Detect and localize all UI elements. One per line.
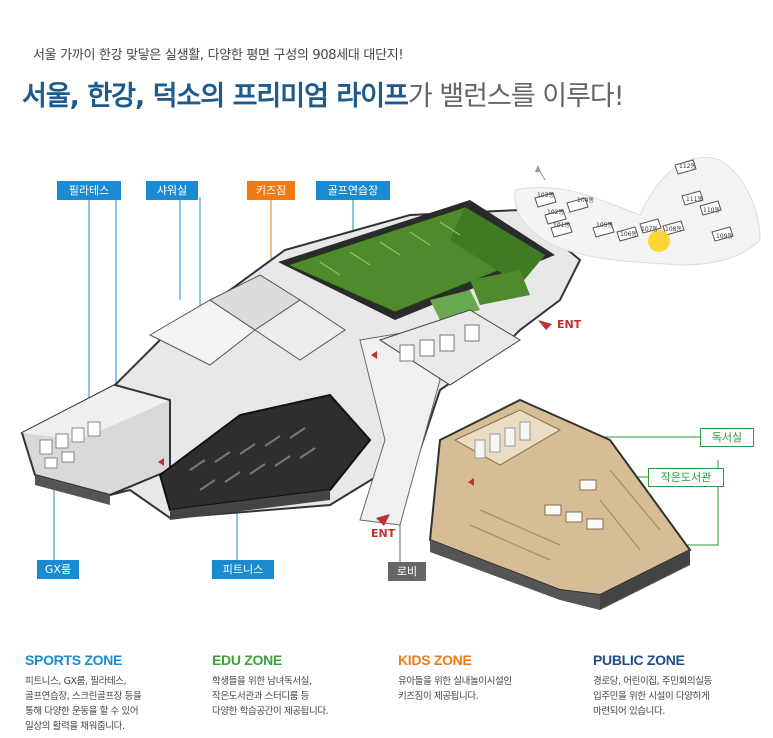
bldg-108: 108동	[665, 226, 682, 233]
bldg-112: 112동	[679, 163, 696, 170]
entrance-right-label: ENT	[557, 318, 582, 331]
tag-small-library: 작은도서관	[648, 468, 724, 487]
entrance-bottom-label: ENT	[371, 527, 396, 540]
tag-kids-gym: 키즈짐	[247, 181, 295, 200]
site-map: 103동 104동 102동 101동 105동 106동 107동 108동 …	[514, 156, 761, 266]
edu-zone-title: EDU ZONE	[212, 652, 282, 668]
bldg-111: 111동	[686, 196, 703, 203]
bldg-109: 109동	[716, 233, 733, 240]
bldg-101: 101동	[553, 222, 570, 229]
bldg-104: 104동	[577, 197, 594, 204]
headline-light: 가 밸런스를 이루다!	[407, 81, 625, 112]
edu-zone: EDU ZONE 학생들을 위한 남녀독서실, 작은도서관과 스터디룸 등 다양…	[212, 652, 387, 719]
floor-plan-illustration: 103동 104동 102동 101동 105동 106동 107동 108동 …	[20, 156, 761, 610]
bldg-107: 107동	[641, 226, 658, 233]
zone-descriptions: SPORTS ZONE 피트니스, GX룸, 필라테스, 골프연습장, 스크린골…	[0, 652, 773, 738]
tag-fitness: 피트니스	[212, 560, 274, 579]
bldg-105: 105동	[596, 222, 613, 229]
headline: 서울, 한강, 덕소의 프리미엄 라이프가 밸런스를 이루다!	[22, 74, 625, 113]
tag-pilates: 필라테스	[57, 181, 121, 200]
bldg-102: 102동	[547, 209, 564, 216]
kids-zone-title: KIDS ZONE	[398, 652, 472, 668]
bldg-106: 106동	[620, 231, 637, 238]
public-zone-desc: 경로당, 어린이집, 주민회의실등 입주민을 위한 시설이 다양하게 마련되어 …	[593, 676, 712, 717]
tag-golf: 골프연습장	[316, 181, 390, 200]
tag-gx-room: GX룸	[37, 560, 79, 579]
kids-zone-desc: 유아들을 위한 실내놀이시설인 키즈짐이 제공됩니다.	[398, 676, 512, 702]
tag-lobby: 로비	[388, 562, 426, 581]
kids-zone: KIDS ZONE 유아들을 위한 실내놀이시설인 키즈짐이 제공됩니다.	[398, 652, 573, 704]
public-zone: PUBLIC ZONE 경로당, 어린이집, 주민회의실등 입주민을 위한 시설…	[593, 652, 768, 719]
bldg-103: 103동	[537, 192, 554, 199]
sports-zone: SPORTS ZONE 피트니스, GX룸, 필라테스, 골프연습장, 스크린골…	[25, 652, 200, 734]
edu-zone-desc: 학생들을 위한 남녀독서실, 작은도서관과 스터디룸 등 다양한 학습공간이 제…	[212, 676, 329, 717]
sports-zone-desc: 피트니스, GX룸, 필라테스, 골프연습장, 스크린골프장 등을 통해 다양한…	[25, 676, 142, 732]
public-zone-title: PUBLIC ZONE	[593, 652, 685, 668]
tag-shower: 샤워실	[146, 181, 198, 200]
headline-strong: 서울, 한강, 덕소의 프리미엄 라이프	[22, 81, 409, 112]
tag-reading-room: 독서실	[700, 428, 754, 447]
sports-zone-title: SPORTS ZONE	[25, 652, 123, 668]
header-subtitle: 서울 가까이 한강 맞닿은 실생활, 다양한 평면 구성의 908세대 대단지!	[33, 48, 404, 63]
bldg-110: 110동	[703, 207, 720, 214]
